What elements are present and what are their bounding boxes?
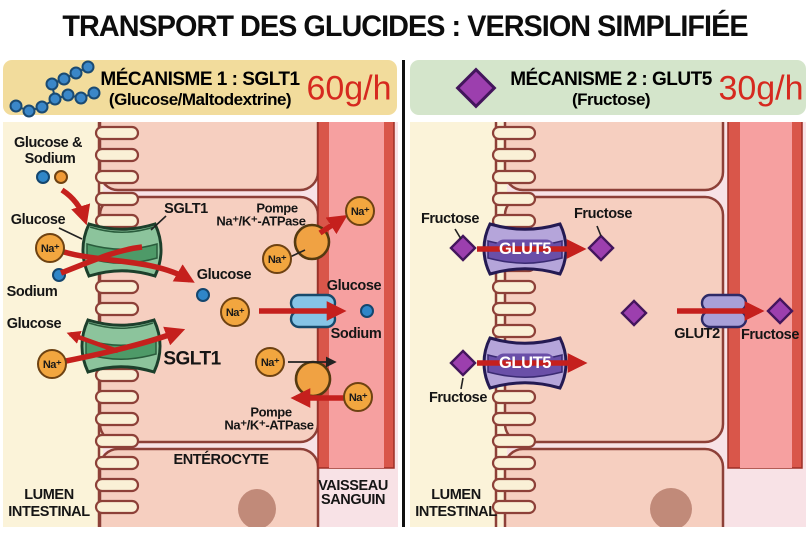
panel2-title: MÉCANISME 2 : GLUT5 (510, 69, 712, 90)
sodium-ion-badge: Na⁺ (343, 382, 373, 412)
lumen-label: INTESTINAL (415, 503, 497, 520)
pump-label: Pompe (250, 404, 292, 420)
panel2-header-bg (410, 60, 806, 115)
pump-label: Na⁺/K⁺-ATPase (224, 417, 314, 433)
panel1-header-bg (3, 60, 397, 115)
sodium-label: Sodium (330, 325, 382, 342)
maltodextrin-chain-icon (9, 60, 101, 118)
panel2-header: MÉCANISME 2 : GLUT5 (Fructose) 30g/h (410, 60, 806, 115)
sodium-molecule (54, 170, 68, 184)
glucose-label: Glucose (326, 277, 382, 294)
fructose-label: Fructose (740, 326, 800, 343)
panel2-subtitle: (Fructose) (571, 90, 651, 109)
glut2-label: GLUT2 (674, 325, 720, 342)
sglt1-pointer-line (150, 215, 167, 231)
lumen-entry-arrow (60, 187, 91, 226)
sodium-ion-badge: Na⁺ (37, 349, 67, 379)
panel1-subtitle: (Glucose/Maltodextrine) (108, 90, 292, 109)
blood-vessel (727, 122, 803, 469)
pump-label: Na⁺/K⁺-ATPase (216, 213, 306, 229)
page-title: TRANSPORT DES GLUCIDES : VERSION SIMPLIF… (62, 10, 748, 43)
nucleus (650, 488, 692, 527)
glucose-pointer-line (58, 227, 83, 240)
glucose-label: Glucose (10, 211, 66, 228)
fructose-pointer-line (460, 377, 464, 390)
panel2-rate: 30g/h (718, 69, 804, 108)
fructose-diamond-icon (455, 67, 497, 109)
lumen-region (410, 122, 507, 527)
panel1-rate: 60g/h (306, 69, 392, 108)
panel1-diagram (3, 122, 398, 527)
glucose-molecule (360, 304, 374, 318)
sodium-ion-badge: Na⁺ (255, 347, 285, 377)
sglt1-label: SGLT1 (164, 200, 208, 217)
pump1-pointer-line (289, 249, 306, 258)
sodium-potassium-pump-2 (294, 360, 332, 398)
fructose-label: Fructose (573, 205, 633, 222)
sglt1-transport-arrow-2 (65, 326, 186, 364)
glut5-transporter-label: GLUT5 (498, 239, 552, 258)
glucose-sodium-label: Sodium (24, 150, 76, 167)
enterocyte-label: ENTÉROCYTE (173, 451, 269, 468)
pump-label: Pompe (256, 200, 298, 216)
panel1-title: MÉCANISME 1 : SGLT1 (100, 69, 300, 90)
blood-vessel-label: VAISSEAU (318, 477, 388, 494)
sglt1-bold-label: SGLT1 (163, 348, 221, 370)
sodium-ion-badge: Na⁺ (35, 233, 65, 263)
brush-border (491, 122, 537, 527)
glut5-transporter-label: GLUT5 (498, 353, 552, 372)
panel1-header: MÉCANISME 1 : SGLT1 (Glucose/Maltodextri… (3, 60, 397, 115)
fructose-pointer-line (454, 228, 462, 240)
lumen-label: INTESTINAL (8, 503, 90, 520)
lumen-label: LUMEN (431, 486, 481, 503)
lumen-label: LUMEN (24, 486, 74, 503)
blood-vessel-label: SANGUIN (320, 491, 386, 508)
sodium-label: Sodium (6, 283, 58, 300)
sglt1-transport-arrow-1 (63, 249, 195, 283)
pump1-sodium-arrow (318, 214, 348, 236)
sodium-ion-badge: Na⁺ (220, 297, 250, 327)
sodium-ion-badge: Na⁺ (345, 196, 375, 226)
nucleus (238, 489, 276, 527)
fructose-pointer-line (596, 225, 602, 237)
panel2-diagram (410, 122, 806, 527)
glucose-sodium-label: Glucose & (13, 134, 83, 151)
glucose-molecule (196, 288, 210, 302)
fructose-label: Fructose (428, 389, 488, 406)
fructose-label: Fructose (420, 210, 480, 227)
glucose-molecule (36, 170, 50, 184)
glucose-label: Glucose (6, 315, 62, 332)
sodium-ion-badge: Na⁺ (262, 244, 292, 274)
panel-divider (402, 60, 405, 527)
glucose-label: Glucose (196, 266, 252, 283)
